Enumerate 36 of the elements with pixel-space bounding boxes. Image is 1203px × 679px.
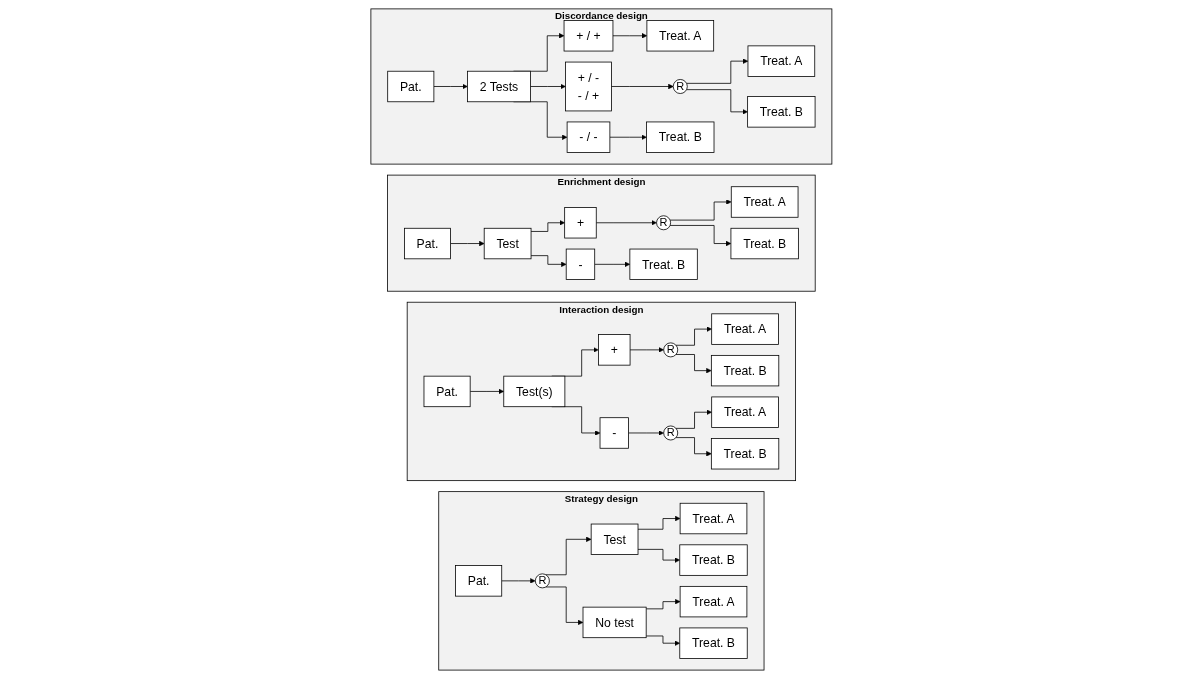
node-box: -	[599, 417, 630, 449]
node-box: Treat. A	[747, 45, 816, 77]
node-box: Pat.	[387, 70, 435, 103]
node-box: Treat. B	[629, 248, 698, 280]
node-circle: R	[663, 425, 679, 441]
node-box: Treat. A	[730, 186, 799, 218]
node-box: Test(s)	[503, 375, 566, 408]
node-circle: R	[663, 342, 679, 358]
node-box: -	[565, 248, 596, 280]
node-box: Pat.	[455, 565, 503, 597]
node-box: Treat. A	[646, 20, 715, 52]
node-box: Test	[590, 523, 639, 555]
node-circle: R	[535, 573, 550, 589]
node-box: Treat. B	[679, 544, 748, 576]
node-box: + / - - / +	[565, 61, 612, 112]
node-box: Treat. A	[711, 396, 779, 428]
node-box: +	[598, 334, 631, 366]
node-circle: R	[656, 215, 672, 231]
node-box: +	[564, 207, 597, 239]
node-box: 2 Tests	[467, 70, 531, 103]
node-box: Treat. A	[679, 586, 748, 618]
node-box: Treat. A	[711, 313, 779, 345]
node-box: Treat. B	[730, 227, 799, 260]
node-box: Treat. A	[679, 502, 748, 535]
node-box: - / -	[566, 121, 611, 153]
node-box: Test	[483, 227, 532, 260]
node-box: Treat. B	[747, 96, 816, 128]
node-box: Pat.	[423, 375, 471, 408]
node-box: Treat. B	[646, 121, 715, 153]
node-box: Treat. B	[711, 438, 780, 470]
node-box: + / +	[563, 20, 614, 52]
node-box: Pat.	[404, 227, 452, 260]
node-circle: R	[672, 79, 688, 94]
node-box: Treat. B	[679, 627, 748, 659]
node-box: Treat. B	[711, 355, 780, 387]
node-box: No test	[582, 606, 647, 639]
